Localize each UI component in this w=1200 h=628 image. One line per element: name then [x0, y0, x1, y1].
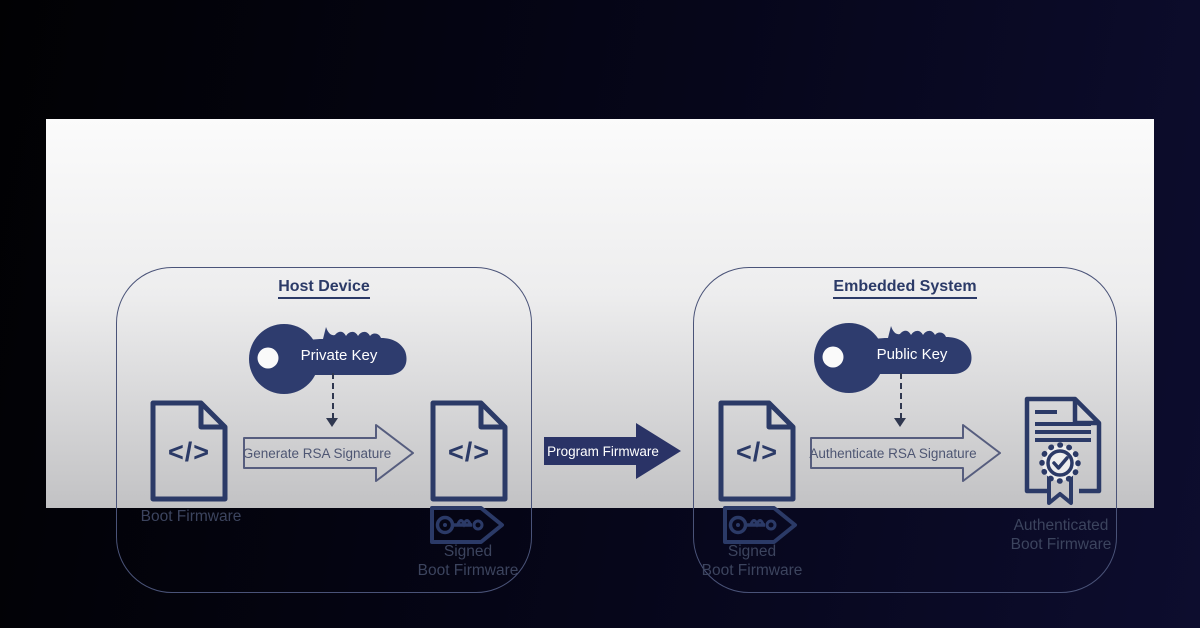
outline-arrow-icon — [810, 424, 1001, 482]
generate-rsa-arrow: Generate RSA Signature — [243, 424, 415, 482]
code-document-icon — [430, 400, 508, 502]
dashed-arrow-line — [332, 373, 334, 419]
signed-firmware-doc-icon: </> — [717, 399, 797, 503]
signed-key-tag-icon — [722, 505, 798, 545]
public-key-label: Public Key — [876, 346, 948, 363]
authenticated-boot-firmware-label: Authenticated Boot Firmware — [1010, 517, 1112, 553]
certificate-icon — [1024, 396, 1102, 505]
code-document-icon — [150, 400, 228, 502]
boot-firmware-label: Boot Firmware — [140, 508, 242, 525]
code-glyph: </> — [735, 437, 779, 467]
boot-firmware-doc-icon: </> — [149, 399, 229, 503]
key-tag-icon — [430, 506, 504, 544]
private-key-icon: Private Key — [247, 318, 415, 400]
key-icon — [814, 323, 972, 393]
code-glyph: </> — [447, 437, 491, 467]
dashed-arrow-line — [900, 373, 902, 419]
diagram-panel: Host Device Private Key </> — [46, 119, 1154, 593]
outline-arrow-icon — [243, 424, 414, 482]
dashed-arrow-head-icon — [894, 418, 906, 427]
signed-boot-firmware-label: Signed Boot Firmware — [417, 543, 519, 579]
host-device-title: Host Device — [117, 278, 531, 299]
program-firmware-arrow: Program Firmware — [544, 422, 682, 480]
solid-arrow-icon — [544, 423, 681, 479]
signed-firmware-doc-icon: </> — [429, 399, 509, 503]
code-glyph: </> — [167, 437, 211, 467]
signed-boot-firmware-label: Signed Boot Firmware — [701, 543, 803, 579]
private-key-label: Private Key — [300, 347, 378, 364]
key-tag-icon — [723, 506, 797, 544]
generate-rsa-label: Generate RSA Signature — [242, 445, 392, 461]
key-icon — [249, 324, 407, 394]
embedded-system-box: Embedded System Public Key — [693, 267, 1117, 593]
authenticate-rsa-label: Authenticate RSA Signature — [809, 445, 977, 461]
host-device-box: Host Device Private Key </> — [116, 267, 532, 593]
code-document-icon — [718, 400, 796, 502]
authenticated-certificate-icon — [1023, 395, 1103, 510]
program-firmware-label: Program Firmware — [547, 443, 659, 459]
authenticate-rsa-arrow: Authenticate RSA Signature — [809, 424, 1002, 482]
embedded-system-title: Embedded System — [694, 278, 1116, 299]
dashed-arrow-head-icon — [326, 418, 338, 427]
signed-key-tag-icon — [429, 505, 505, 545]
public-key-icon: Public Key — [812, 317, 980, 399]
